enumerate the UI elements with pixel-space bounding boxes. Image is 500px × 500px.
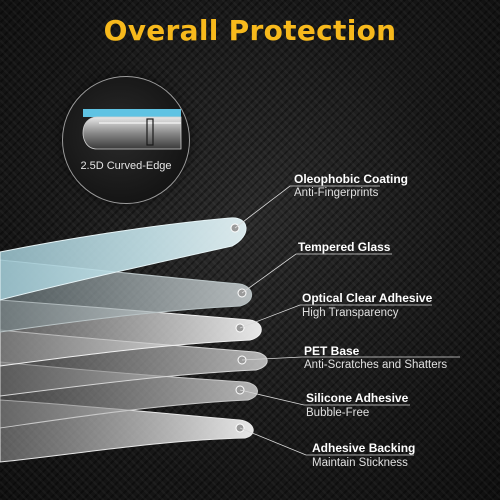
- layer-desc-pet-base: Anti-Scratches and Shatters: [304, 359, 448, 371]
- leader-line-pet-base: [241, 356, 460, 361]
- layer-label-adhesive-backing: Adhesive Backing: [312, 441, 416, 455]
- layer-oleophobic-coating: [0, 217, 247, 301]
- layer-desc-optical-clear-adhesive: High Transparency: [302, 307, 399, 319]
- curved-edge-zoom-callout: 2.5D Curved-Edge: [62, 76, 190, 204]
- curved-edge-label: 2.5D Curved-Edge: [80, 160, 172, 172]
- page-title: Overall Protection: [103, 14, 397, 47]
- layer-label-pet-base: PET Base: [304, 344, 360, 358]
- layer-label-optical-clear-adhesive: Optical Clear Adhesive: [302, 291, 433, 305]
- leader-line-adhesive-backing: [239, 427, 414, 456]
- layer-label-tempered-glass: Tempered Glass: [298, 240, 391, 254]
- leader-line-optical-adhesive: [239, 304, 432, 329]
- leader-line-silicone-adhesive: [239, 389, 410, 406]
- leader-line-oleophobic: [234, 185, 380, 229]
- layer-desc-oleophobic-coating: Anti-Fingerprints: [294, 187, 379, 199]
- layer-label-silicone-adhesive: Silicone Adhesive: [306, 391, 409, 405]
- curved-edge-closeup-icon: [82, 109, 182, 150]
- layer-desc-adhesive-backing: Maintain Stickness: [312, 457, 408, 469]
- layer-label-oleophobic-coating: Oleophobic Coating: [294, 172, 408, 186]
- leader-line-tempered-glass: [241, 253, 392, 294]
- layer-desc-silicone-adhesive: Bubble-Free: [306, 407, 370, 419]
- leader-lines: [234, 185, 460, 456]
